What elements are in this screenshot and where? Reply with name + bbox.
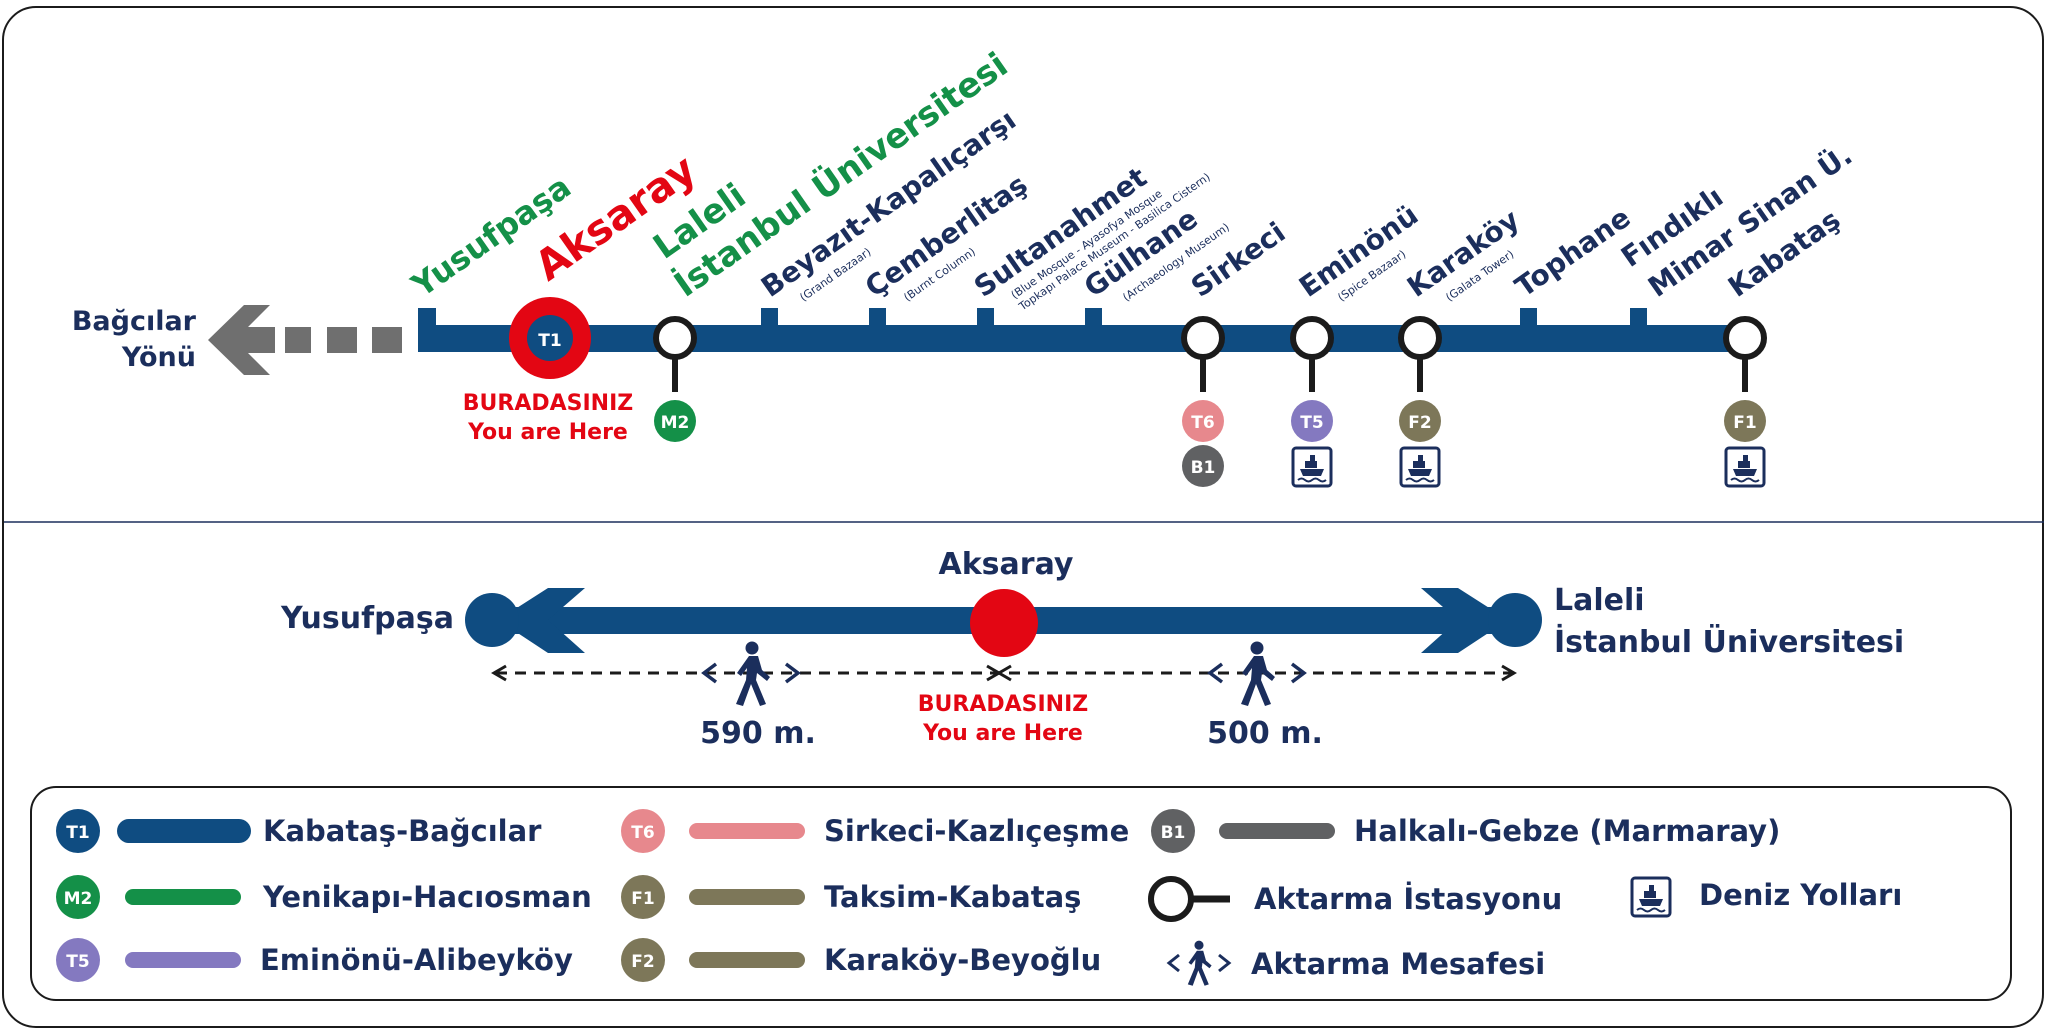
svg-text:Yenikapı-Hacıosman: Yenikapı-Hacıosman <box>262 880 592 914</box>
svg-text:Kabataş-Bağcılar: Kabataş-Bağcılar <box>263 814 542 848</box>
svg-text:M2: M2 <box>64 889 93 909</box>
svg-text:F2: F2 <box>631 952 654 972</box>
legend-item-f2: F2 Karaköy-Beyoğlu <box>621 938 1101 982</box>
svg-text:T1: T1 <box>66 823 89 843</box>
current-station-marker: T1 <box>509 297 591 379</box>
svg-text:T6: T6 <box>631 823 654 843</box>
transfer-badge-t6: T6 <box>1182 400 1224 442</box>
svg-text:M2: M2 <box>661 413 690 433</box>
legend-item-b1: B1 Halkalı-Gebze (Marmaray) <box>1151 809 1780 853</box>
legend-item-f1: F1 Taksim-Kabataş <box>621 875 1081 919</box>
svg-text:F1: F1 <box>1733 413 1756 433</box>
ferry-icon <box>1630 876 1672 918</box>
svg-text:B1: B1 <box>1161 823 1186 843</box>
legend-item-t5: T5 Eminönü-Alibeyköy <box>56 938 573 982</box>
direction-arrow <box>208 305 402 375</box>
map-frame <box>2 6 2044 1028</box>
svg-text:Aktarma İstasyonu: Aktarma İstasyonu <box>1254 882 1562 916</box>
transfer-badge-b1: B1 <box>1182 445 1224 487</box>
svg-text:Taksim-Kabataş: Taksim-Kabataş <box>824 880 1081 914</box>
svg-text:Halkalı-Gebze (Marmaray): Halkalı-Gebze (Marmaray) <box>1354 814 1780 848</box>
you-are-here-tr: BURADASINIZ <box>463 391 633 416</box>
transfer-connectors <box>672 355 1748 392</box>
detail-right-label-line2: İstanbul Üniversitesi <box>1554 623 1904 660</box>
legend-item-transfer-station: Aktarma İstasyonu <box>1148 876 1562 922</box>
transfer-badge-f1: F1 <box>1724 400 1766 442</box>
detail-left-terminal <box>465 593 519 647</box>
svg-text:T5: T5 <box>1300 413 1323 433</box>
svg-text:T5: T5 <box>66 952 89 972</box>
transfer-badge-t5: T5 <box>1291 400 1333 442</box>
direction-label-line1: Bağcılar <box>72 306 197 337</box>
detail-you-are-here-tr: BURADASINIZ <box>918 692 1088 717</box>
legend-box <box>30 786 2012 1001</box>
ferry-icon <box>1291 446 1333 488</box>
distance-left: 590 m. <box>700 716 816 751</box>
walking-person-icon <box>1187 940 1212 986</box>
detail-you-are-here-en: You are Here <box>922 721 1083 746</box>
svg-text:Sirkeci-Kazlıçeşme: Sirkeci-Kazlıçeşme <box>824 814 1129 848</box>
svg-text:Karaköy-Beyoğlu: Karaköy-Beyoğlu <box>824 943 1101 977</box>
legend-item-m2: M2 Yenikapı-Hacıosman <box>56 875 592 919</box>
legend-item-t6: T6 Sirkeci-Kazlıçeşme <box>621 809 1129 853</box>
ferry-icon <box>1399 446 1441 488</box>
detail-right-terminal <box>1488 593 1542 647</box>
svg-text:Deniz Yolları: Deniz Yolları <box>1699 878 1902 912</box>
direction-label-line2: Yönü <box>121 342 196 373</box>
svg-text:B1: B1 <box>1191 458 1216 478</box>
transfer-station-rings <box>653 316 1767 360</box>
detail-right-label-line1: Laleli <box>1554 583 1645 618</box>
walking-person-icon <box>1241 641 1275 706</box>
svg-text:F2: F2 <box>1408 413 1431 433</box>
ferry-icon <box>1724 446 1766 488</box>
detail-left-arrowhead <box>498 588 585 653</box>
distance-right: 500 m. <box>1207 716 1323 751</box>
transfer-badge-f2: F2 <box>1399 400 1441 442</box>
transfer-badge-m2: M2 <box>654 400 696 442</box>
station-ticks <box>761 308 1647 328</box>
detail-left-label: Yusufpaşa <box>280 601 454 636</box>
walk-arrows-right <box>1207 662 1307 684</box>
svg-text:T6: T6 <box>1191 413 1214 433</box>
line-end-tick <box>418 308 436 328</box>
svg-text:Aktarma Mesafesi: Aktarma Mesafesi <box>1251 947 1545 981</box>
detail-right-arrowhead <box>1421 588 1508 653</box>
detail-current-station <box>970 589 1038 657</box>
walk-arrows-left <box>701 662 801 684</box>
t1-line <box>418 325 1736 352</box>
legend-item-transfer-distance: Aktarma Mesafesi <box>1166 940 1545 986</box>
distance-arrows <box>491 664 1517 682</box>
current-line-badge: T1 <box>538 331 561 351</box>
svg-text:Eminönü-Alibeyköy: Eminönü-Alibeyköy <box>260 943 573 977</box>
legend-item-t1: T1 Kabataş-Bağcılar <box>56 809 542 853</box>
svg-text:F1: F1 <box>631 889 654 909</box>
walking-person-icon <box>736 641 770 706</box>
station-tophane: Tophane <box>1509 201 1636 304</box>
legend-item-sea-lines: Deniz Yolları <box>1630 876 1902 918</box>
detail-center-label: Aksaray <box>939 547 1074 582</box>
you-are-here-en: You are Here <box>467 420 628 445</box>
